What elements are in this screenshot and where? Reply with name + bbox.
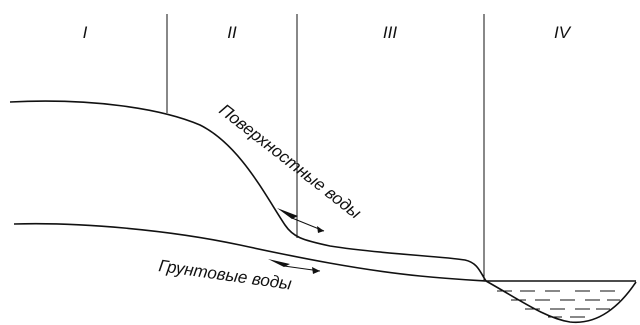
zone-label-1: I <box>83 23 88 42</box>
reservoir-basin <box>486 281 636 322</box>
surface-water-label: Поверхностные воды <box>216 100 366 223</box>
surface-water-arrow <box>277 208 324 233</box>
water-hatch <box>497 291 620 317</box>
groundwater-label: Грунтовые воды <box>157 256 293 294</box>
zone-label-4: IV <box>554 23 572 42</box>
zone-label-2: II <box>227 23 237 42</box>
zone-label-3: III <box>383 23 397 42</box>
